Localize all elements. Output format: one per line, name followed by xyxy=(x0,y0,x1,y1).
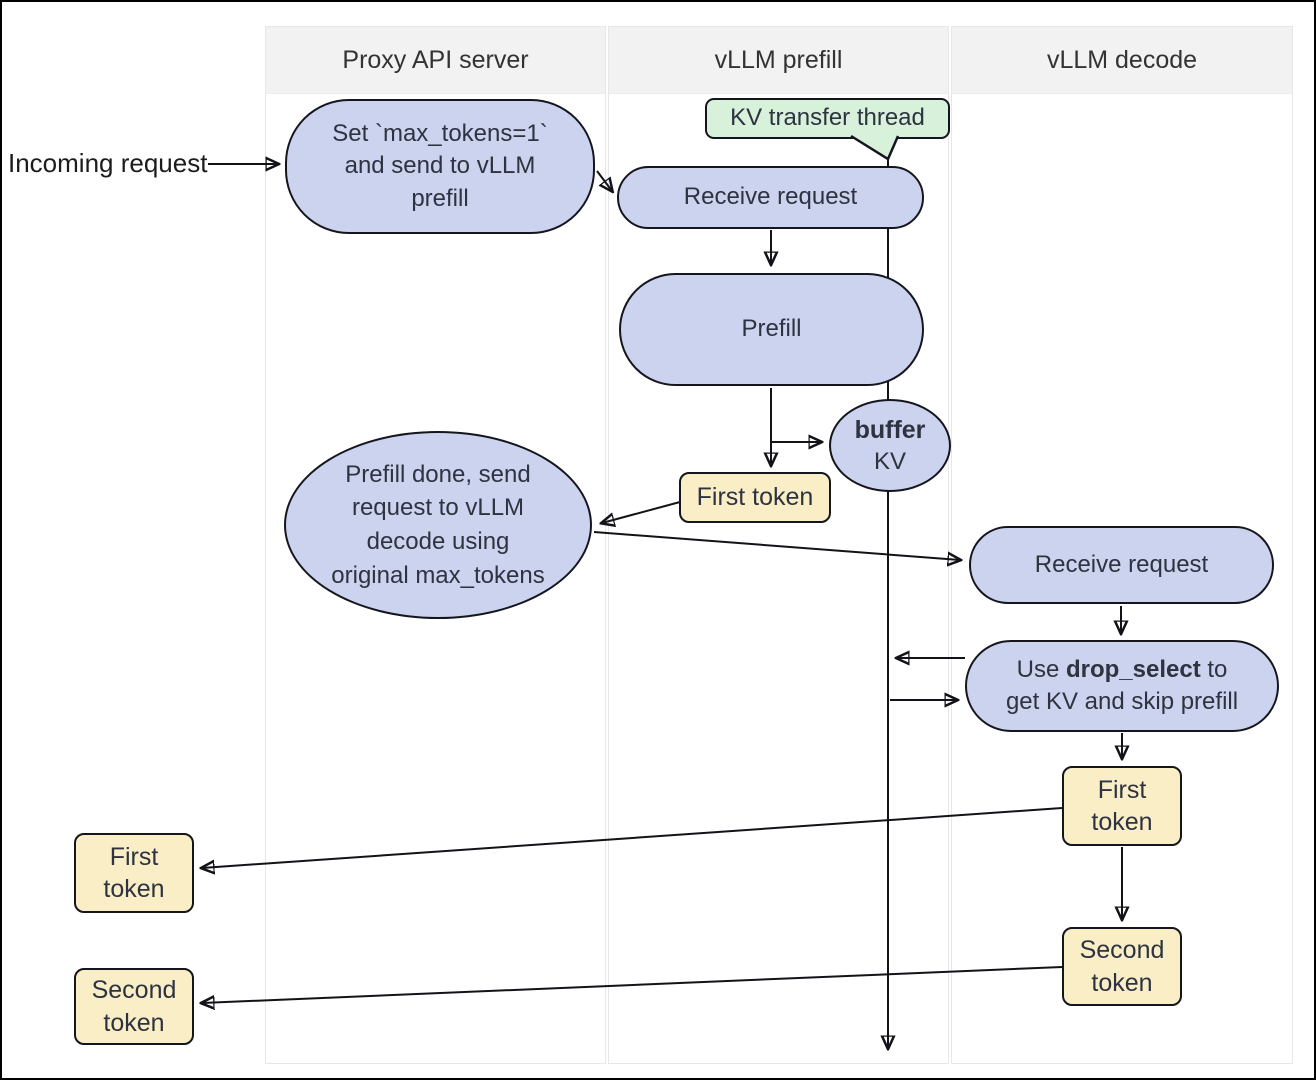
node-buffer-kv: buffer KV xyxy=(829,399,951,492)
node-kv-transfer-thread: KV transfer thread xyxy=(705,98,950,139)
node-prefill: Prefill xyxy=(619,273,924,386)
lane-label: vLLM prefill xyxy=(714,45,843,74)
node-text: KV transfer thread xyxy=(730,104,925,132)
node-text-line: token xyxy=(103,1008,165,1037)
arrow-set-to-receive-prefill xyxy=(596,170,612,191)
node-first-token-output: First token xyxy=(74,833,194,913)
node-text-line: and send to vLLM xyxy=(344,152,536,180)
node-text-line: token xyxy=(103,875,165,903)
arrow-first-token-to-prefill-done xyxy=(602,501,681,523)
node-text-line: Second xyxy=(1079,936,1165,964)
node-text-line: First xyxy=(1097,775,1147,804)
node-text-line: Prefill done, send xyxy=(345,460,531,488)
node-text-line: Use drop_select to xyxy=(1017,654,1228,686)
lane-label: Proxy API server xyxy=(342,45,529,74)
node-text: to xyxy=(1207,655,1228,683)
node-second-token-decode: Second token xyxy=(1062,927,1182,1006)
node-text-line: Second xyxy=(91,976,177,1004)
node-text-line: prefill xyxy=(411,184,469,212)
node-receive-request-prefill: Receive request xyxy=(617,166,924,229)
node-text: Receive request xyxy=(1034,550,1209,578)
node-text-line: First xyxy=(109,842,159,871)
node-text-line: token xyxy=(1091,808,1153,836)
node-text: Use xyxy=(1016,655,1060,683)
node-set-max-tokens: Set `max_tokens=1` and send to vLLM pref… xyxy=(285,99,595,234)
lane-header-prefill: vLLM prefill xyxy=(609,27,948,94)
node-second-token-output: Second token xyxy=(74,968,194,1045)
node-text-line: decode using xyxy=(366,528,510,555)
incoming-request-label: Incoming request xyxy=(8,148,208,178)
lane-label: vLLM decode xyxy=(1046,45,1198,74)
node-text: Prefill xyxy=(741,315,802,343)
node-text-bold: drop_select xyxy=(1065,655,1201,683)
node-text-line: get KV and skip prefill xyxy=(1005,688,1239,715)
arrow-first-token-decode-to-out xyxy=(202,807,1063,868)
node-drop-select: Use drop_select to get KV and skip prefi… xyxy=(965,640,1279,732)
node-text-line: request to vLLM xyxy=(351,494,525,522)
node-text-bold: buffer xyxy=(854,415,926,444)
node-text-line: token xyxy=(1091,968,1153,997)
node-prefill-done: Prefill done, send request to vLLM decod… xyxy=(284,431,592,619)
node-text: KV xyxy=(873,448,906,476)
lane-header-decode: vLLM decode xyxy=(952,27,1292,94)
node-text: Receive request xyxy=(683,183,858,211)
lane-header-proxy: Proxy API server xyxy=(266,27,605,94)
node-receive-request-decode: Receive request xyxy=(969,526,1274,604)
node-first-token-prefill: First token xyxy=(679,472,831,523)
arrow-second-token-decode-to-out xyxy=(202,966,1063,1003)
node-text: First token xyxy=(696,483,814,512)
node-first-token-decode: First token xyxy=(1062,766,1182,846)
node-text-line: original max_tokens xyxy=(331,561,545,589)
node-text-line: Set `max_tokens=1` xyxy=(332,119,548,147)
arrow-prefill-done-to-receive-decode xyxy=(593,531,960,560)
